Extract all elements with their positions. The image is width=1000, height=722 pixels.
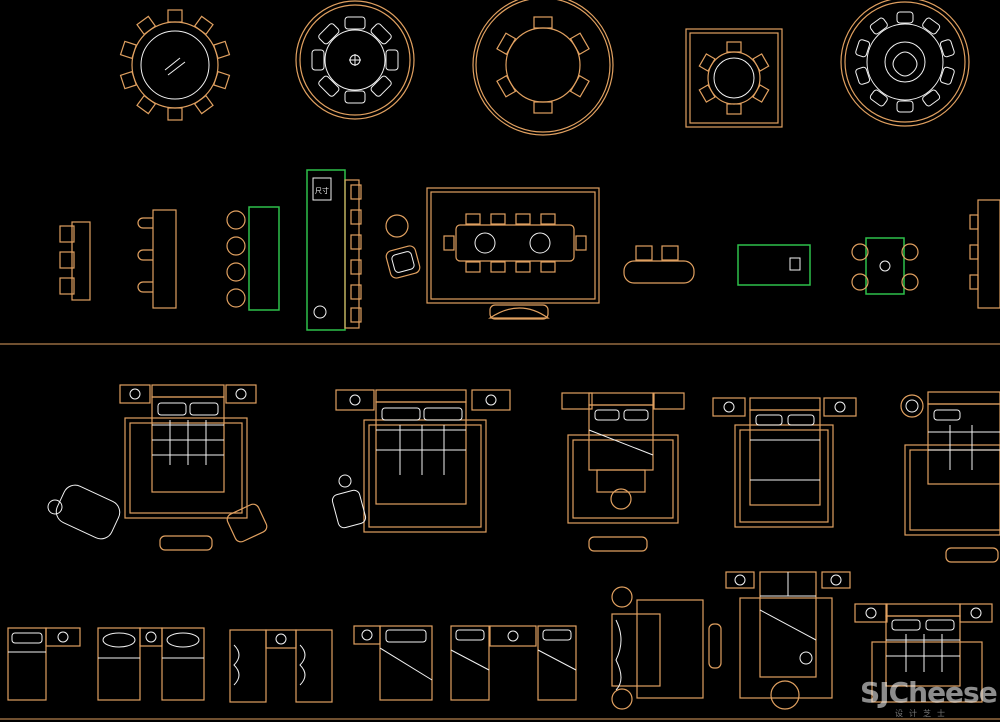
twin-beds-1: [97, 627, 205, 701]
long-dining-table-rug: [426, 187, 600, 320]
green-long-counter: 尺寸: [306, 169, 362, 331]
double-bed-2: [331, 389, 511, 533]
green-counter-round-stools: [226, 206, 280, 311]
green-label: 尺寸: [315, 186, 329, 195]
double-bed-3: [561, 392, 685, 552]
double-bed-1: [47, 384, 268, 551]
watermark-brand: SJCheese: [860, 676, 998, 709]
edge-furniture-partial: [969, 199, 1000, 309]
twin-beds-2: [229, 629, 333, 703]
single-bed-1: [7, 627, 81, 701]
double-bed-6: [725, 571, 851, 710]
round-table-6-seat-rug: [472, 0, 614, 136]
sofa-with-cushions: [623, 245, 695, 284]
side-table-lounge-chair: [385, 214, 421, 279]
twin-beds-3: [450, 625, 577, 701]
green-square-table-4-chairs: [851, 237, 919, 295]
double-bed-7: [854, 603, 993, 703]
side-bed-rug: [611, 586, 722, 710]
double-bed-4: [712, 397, 857, 528]
single-bed-2: [353, 625, 433, 701]
round-table-10-seat-1: [119, 9, 231, 121]
round-table-10-seat-2: [840, 0, 970, 127]
round-table-8-seat-rug: [295, 0, 415, 120]
bar-stool-row: [59, 221, 91, 301]
square-rug-round-table: [685, 28, 783, 128]
green-tv-console: [737, 244, 811, 286]
watermark-sub: 设计芝士: [895, 709, 951, 718]
bar-counter-stools: [137, 209, 177, 309]
double-bed-5-partial: [900, 391, 1000, 563]
